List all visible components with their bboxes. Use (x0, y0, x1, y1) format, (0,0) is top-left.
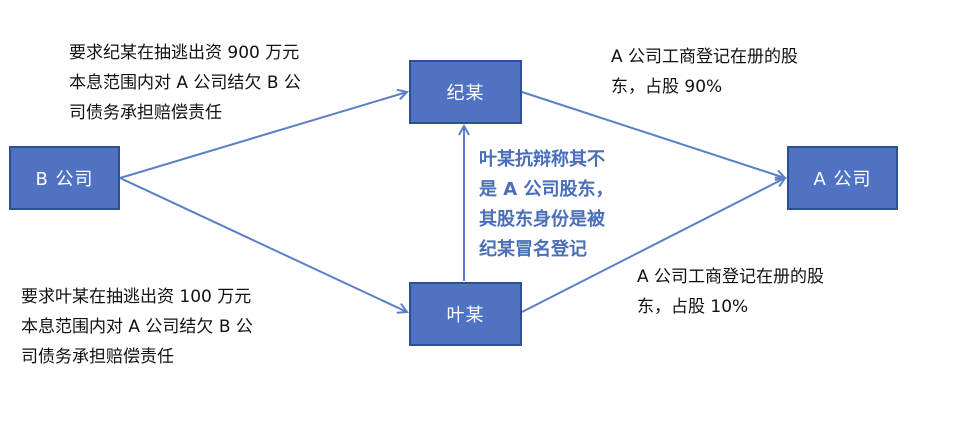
arrow-ye-to-a (521, 178, 785, 313)
label-demand-ji-line-1: 要求纪某在抽逃出资 900 万元 (69, 43, 300, 63)
label-demand-ye-line-3: 司债务承担赔偿责任 (21, 347, 174, 367)
label-ye-claim-line-1: 叶某抗辩称其不 (479, 149, 605, 170)
label-ye-claim-line-2: 是 A 公司股东， (479, 179, 614, 200)
node-b-company: B 公司 (9, 146, 120, 210)
label-ye-share-line-2: 东，占股 10% (637, 297, 749, 317)
label-ye-claim-line-3: 其股东身份是被 (479, 209, 605, 230)
label-demand-ji-line-2: 本息范围内对 A 公司结欠 B 公 (69, 73, 301, 93)
label-ji-share: A 公司工商登记在册的股 东，占股 90% (611, 42, 798, 102)
node-ji: 纪某 (409, 60, 522, 124)
node-ye: 叶某 (409, 282, 522, 346)
label-ji-share-line-1: A 公司工商登记在册的股 (611, 47, 799, 67)
label-demand-ye: 要求叶某在抽逃出资 100 万元 本息范围内对 A 公司结欠 B 公 司债务承担… (21, 282, 253, 372)
arrow-b-to-ji (119, 92, 407, 179)
label-demand-ye-line-2: 本息范围内对 A 公司结欠 B 公 (21, 317, 253, 337)
label-demand-ji-line-3: 司债务承担赔偿责任 (69, 103, 222, 123)
arrow-ji-to-a (521, 91, 785, 178)
label-ye-claim-line-4: 纪某冒名登记 (479, 239, 587, 260)
arrow-b-to-ye (119, 177, 407, 312)
label-demand-ji: 要求纪某在抽逃出资 900 万元 本息范围内对 A 公司结欠 B 公 司债务承担… (69, 38, 301, 128)
label-ye-share: A 公司工商登记在册的股 东，占股 10% (637, 262, 824, 322)
label-ye-share-line-1: A 公司工商登记在册的股 (637, 267, 825, 287)
label-ji-share-line-2: 东，占股 90% (611, 77, 723, 97)
node-a-company: A 公司 (787, 146, 898, 210)
label-ye-claim: 叶某抗辩称其不 是 A 公司股东， 其股东身份是被 纪某冒名登记 (479, 145, 613, 265)
label-demand-ye-line-1: 要求叶某在抽逃出资 100 万元 (21, 287, 252, 307)
